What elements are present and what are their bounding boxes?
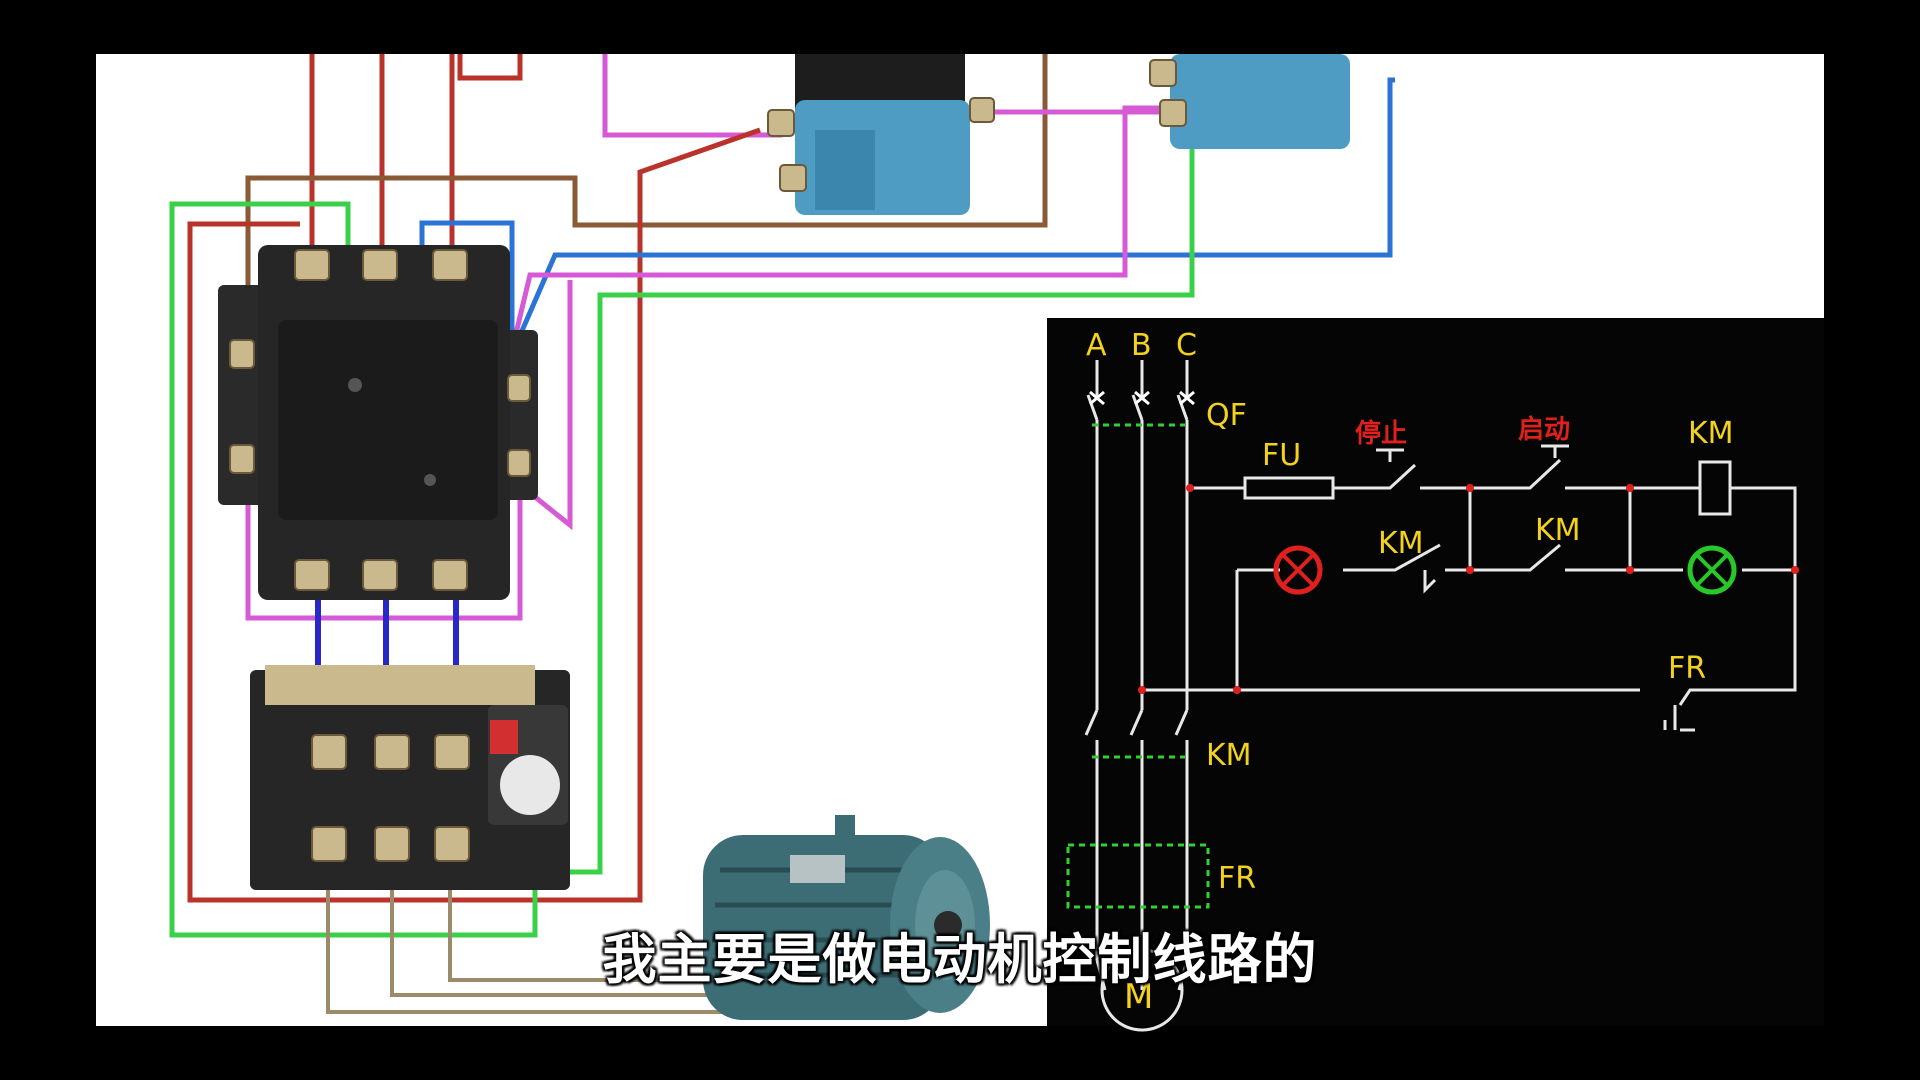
motor-symbol: [1100, 948, 1184, 1032]
lamp-green: [1687, 545, 1737, 595]
qf-label: QF: [1206, 398, 1247, 433]
phase-b-label: B: [1131, 328, 1152, 363]
wire-red-top: [309, 54, 523, 250]
start-label: 启动: [1518, 414, 1570, 445]
dashed-links: [1066, 423, 1210, 909]
fr-relay-label: FR: [1218, 861, 1256, 896]
wire-magenta-right: [509, 105, 1165, 531]
km-coil-label: KM: [1688, 416, 1734, 451]
overload-relay: [250, 665, 570, 890]
wire-red-mid: [187, 127, 761, 903]
wire-green-left: [169, 201, 538, 938]
fu-label: FU: [1262, 438, 1301, 473]
phase-c-label: C: [1176, 328, 1197, 363]
motor-label: M: [1124, 977, 1153, 1017]
phase-a-label: A: [1086, 328, 1107, 363]
stop-label: 停止: [1355, 418, 1407, 449]
contactor: [218, 245, 538, 600]
button-boxes: [767, 54, 1350, 215]
schematic-junctions: [1138, 484, 1799, 694]
km-hold-label: KM: [1535, 513, 1581, 548]
qf-breaker: [1089, 390, 1195, 406]
km-main-label: KM: [1206, 738, 1252, 773]
wire-motor: [326, 860, 760, 1014]
lamp-red: [1273, 545, 1323, 595]
wire-blue-right: [419, 77, 1395, 341]
km-interlock-label: KM: [1378, 526, 1424, 561]
motor-photo: [703, 815, 990, 1020]
fr-contact-label: FR: [1668, 651, 1706, 686]
